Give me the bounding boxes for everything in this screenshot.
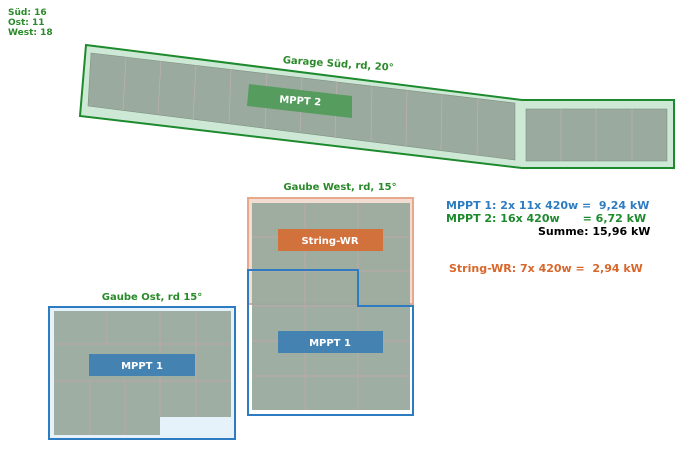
summary-mppt2: MPPT 2: 16x 420w = 6,72 kW xyxy=(446,212,647,225)
gaube-west-roof: Gaube West, rd, 15° String-WR MPPT 1 xyxy=(247,182,414,416)
mppt1-west-tag-box xyxy=(278,331,383,353)
gaube-west-label: Gaube West, rd, 15° xyxy=(283,182,396,193)
gaube-ost-label: Gaube Ost, rd 15° xyxy=(102,292,203,303)
summary-summe: Summe: 15,96 kW xyxy=(538,225,651,238)
garage-roof: Garage Süd, rd, 20° MPPT 2 xyxy=(78,43,675,169)
mppt2-tag-box xyxy=(247,84,352,118)
summary-mppt1: MPPT 1: 2x 11x 420w = 9,24 kW xyxy=(446,199,650,212)
garage-panel-area-right xyxy=(525,108,668,162)
mppt1-ost-tag: MPPT 1 xyxy=(121,361,163,372)
garage-right-panel-grid xyxy=(560,109,633,161)
summary-string-wr: String-WR: 7x 420w = 2,94 kW xyxy=(449,262,643,275)
gaube-west-mppt1-outline xyxy=(247,269,414,416)
count-ost: Ost: 11 xyxy=(8,18,45,28)
mppt2-tag: MPPT 2 xyxy=(279,95,322,109)
string-wr-tag: String-WR xyxy=(301,236,358,247)
count-sued: Süd: 16 xyxy=(8,8,47,18)
count-west: West: 18 xyxy=(8,28,53,38)
gaube-ost-roof: Gaube Ost, rd 15° MPPT 1 xyxy=(48,292,236,440)
gaube-ost-panel-grid xyxy=(54,311,231,435)
mppt1-west-tag: MPPT 1 xyxy=(309,338,351,349)
mppt1-ost-tag-box xyxy=(89,354,195,376)
panel-counts: Süd: 16 Ost: 11 West: 18 xyxy=(8,8,53,38)
string-wr-tag-box xyxy=(278,229,383,251)
garage-slanted-panel-grid xyxy=(122,56,479,156)
